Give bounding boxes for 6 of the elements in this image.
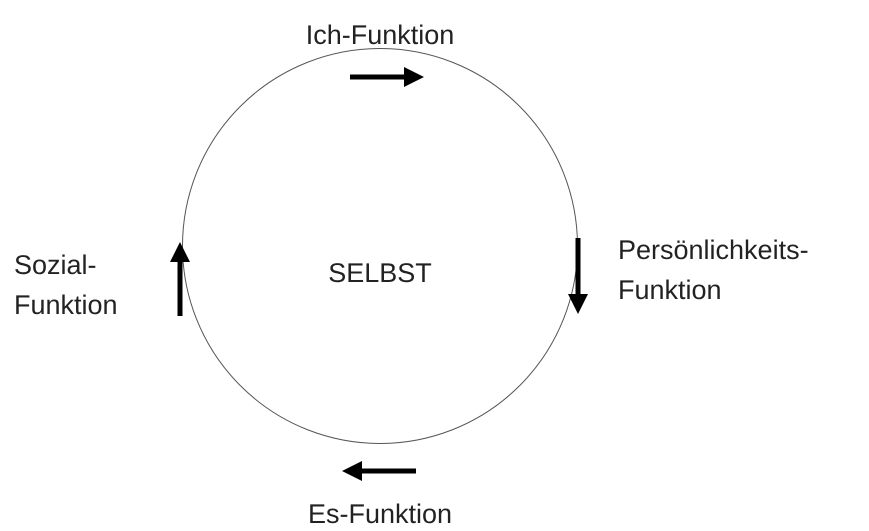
function-label: Sozial- Funktion	[14, 249, 119, 322]
function-label: Es-Funktion	[306, 498, 454, 531]
function-label: Persönlichkeits- Funktion	[618, 234, 810, 307]
center-label: SELBST	[327, 257, 433, 290]
cycle-circle	[182, 48, 578, 444]
function-label: Ich-Funktion	[304, 19, 456, 52]
